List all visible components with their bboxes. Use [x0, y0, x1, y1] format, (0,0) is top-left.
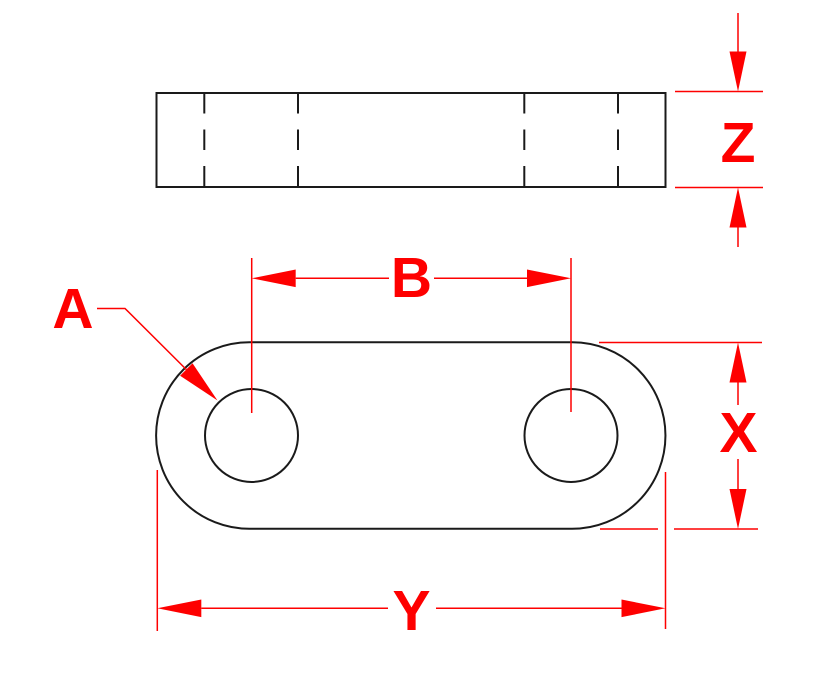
- arrow-down-icon: [729, 51, 747, 92]
- length-label: Y: [392, 579, 430, 643]
- dim-hole-spacing: B: [250, 246, 572, 413]
- hole-callout-leader-line: [97, 307, 187, 371]
- dim-thickness: Z: [675, 13, 763, 247]
- plate-outline: [155, 341, 667, 530]
- hole-callout: A: [52, 277, 218, 401]
- side-view: [155, 92, 667, 188]
- dim-plate-length: Y: [156, 470, 667, 643]
- arrow-down-icon: [729, 489, 747, 529]
- dim-plate-width: X: [599, 341, 762, 530]
- arrow-left-icon: [251, 269, 296, 288]
- arrow-right-icon: [527, 269, 571, 288]
- arrow-left-icon: [157, 599, 202, 618]
- hole-callout-label: A: [52, 277, 93, 341]
- hole-spacing-label: B: [391, 246, 432, 310]
- width-label: X: [719, 401, 757, 465]
- arrow-right-icon: [621, 599, 666, 618]
- arrow-up-icon: [729, 342, 747, 383]
- arrow-down-right-icon: [180, 363, 218, 401]
- thickness-label: Z: [721, 111, 756, 175]
- arrow-up-icon: [729, 187, 747, 228]
- side-view-outline: [155, 92, 667, 188]
- top-view: [155, 341, 667, 530]
